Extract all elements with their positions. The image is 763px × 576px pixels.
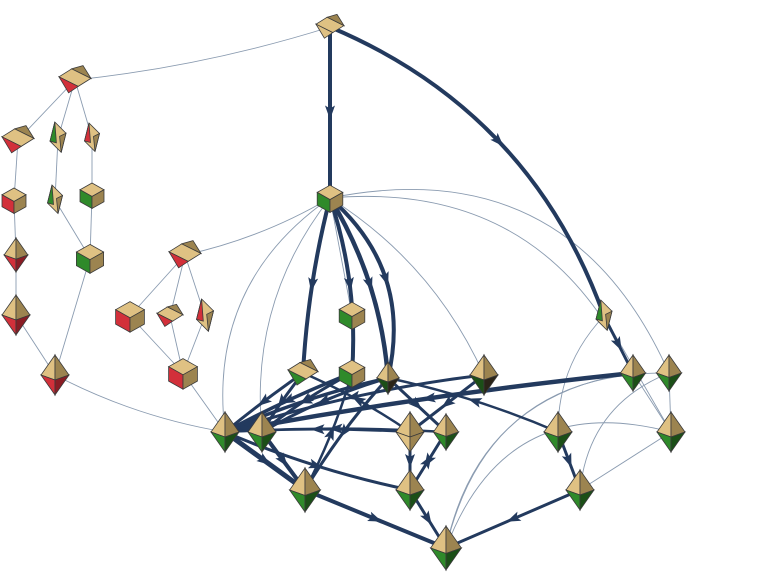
- edge-arrowhead: [325, 105, 335, 120]
- edge-arrowhead: [467, 398, 483, 408]
- edge-arrowhead: [257, 393, 273, 406]
- thin-edge: [54, 374, 226, 433]
- thin-edge: [74, 26, 331, 81]
- polyhedron-node: [432, 412, 460, 452]
- polyhedron-node: [246, 410, 278, 454]
- polyhedron-node: [394, 468, 426, 512]
- polyhedron-node: [286, 359, 320, 386]
- edge-arrowhead: [408, 396, 423, 410]
- edge-arrowhead: [324, 426, 335, 442]
- edge-arrowhead: [420, 455, 432, 470]
- polyhedron-node: [375, 360, 401, 396]
- polyhedron-node: [49, 121, 67, 154]
- edge-arrowhead: [441, 395, 456, 408]
- edge-arrowhead: [367, 511, 382, 522]
- edge-arrowhead: [610, 335, 622, 351]
- thin-edge: [445, 372, 634, 549]
- polyhedron-node: [79, 182, 105, 210]
- polyhedron-node: [57, 65, 93, 94]
- polyhedron-node: [564, 468, 596, 512]
- thin-edge: [329, 195, 634, 374]
- edge-arrowhead: [308, 277, 319, 292]
- thin-edge: [329, 197, 485, 376]
- polyhedron-node: [338, 301, 366, 331]
- thick-directed-edge: [301, 196, 332, 375]
- polyhedron-node: [39, 353, 71, 397]
- polyhedron-node: [3, 236, 29, 274]
- thin-edge: [329, 189, 670, 374]
- polyhedron-node: [0, 293, 32, 337]
- polyhedron-node: [1, 187, 27, 215]
- edge-arrowhead: [343, 276, 354, 292]
- polyhedron-node: [155, 303, 185, 327]
- polyhedron-node: [655, 410, 687, 454]
- polyhedron-node: [542, 410, 574, 454]
- polyhedron-node: [167, 240, 203, 269]
- polyhedron-node: [595, 299, 613, 332]
- thin-edge: [54, 257, 91, 376]
- edge-arrowhead: [490, 132, 504, 147]
- thin-edge: [579, 372, 670, 491]
- edge-arrowhead: [256, 452, 271, 466]
- thin-edge: [222, 197, 331, 433]
- edge-arrowhead: [299, 392, 315, 405]
- edge-arrowhead: [328, 423, 343, 434]
- edge-arrowhead: [275, 452, 288, 467]
- thin-edge: [557, 315, 605, 433]
- polyhedron-node: [0, 125, 36, 154]
- polyhedron-node: [114, 301, 146, 333]
- edge-arrowhead: [379, 271, 389, 286]
- thick-directed-edge: [223, 430, 412, 492]
- polyhedron-node: [429, 524, 463, 572]
- edge-arrowhead: [420, 510, 432, 525]
- polyhedron-node: [47, 184, 64, 215]
- polyhedron-node: [196, 298, 215, 333]
- polyhedron-node: [468, 353, 500, 397]
- polyhedron-node: [316, 184, 344, 214]
- thin-edge: [184, 197, 331, 256]
- polyhedron-node: [209, 410, 241, 454]
- edge-arrowhead: [351, 396, 367, 408]
- edge-arrowhead: [561, 452, 572, 468]
- polyhedron-node: [655, 353, 683, 393]
- thick-directed-edge: [328, 25, 606, 318]
- edge-arrowhead: [316, 393, 332, 404]
- polyhedron-node: [84, 122, 101, 153]
- edge-arrowhead: [362, 276, 373, 292]
- polyhedron-node: [314, 13, 346, 39]
- polyhedron-node: [394, 410, 426, 454]
- node-layer: [0, 13, 687, 572]
- polyhedron-node: [288, 466, 322, 514]
- thick-edge-layer: [222, 25, 636, 550]
- thin-edge: [445, 422, 672, 549]
- polyhedron-node: [75, 243, 105, 274]
- edge-arrowhead: [405, 454, 415, 468]
- edge-arrowhead: [421, 392, 437, 403]
- polyhedron-node: [167, 358, 199, 390]
- edge-arrowhead: [506, 511, 522, 522]
- polyhedron-node: [338, 359, 366, 389]
- thin-edge: [259, 197, 331, 433]
- edge-arrowhead: [277, 393, 290, 408]
- polyhedron-node: [619, 353, 647, 393]
